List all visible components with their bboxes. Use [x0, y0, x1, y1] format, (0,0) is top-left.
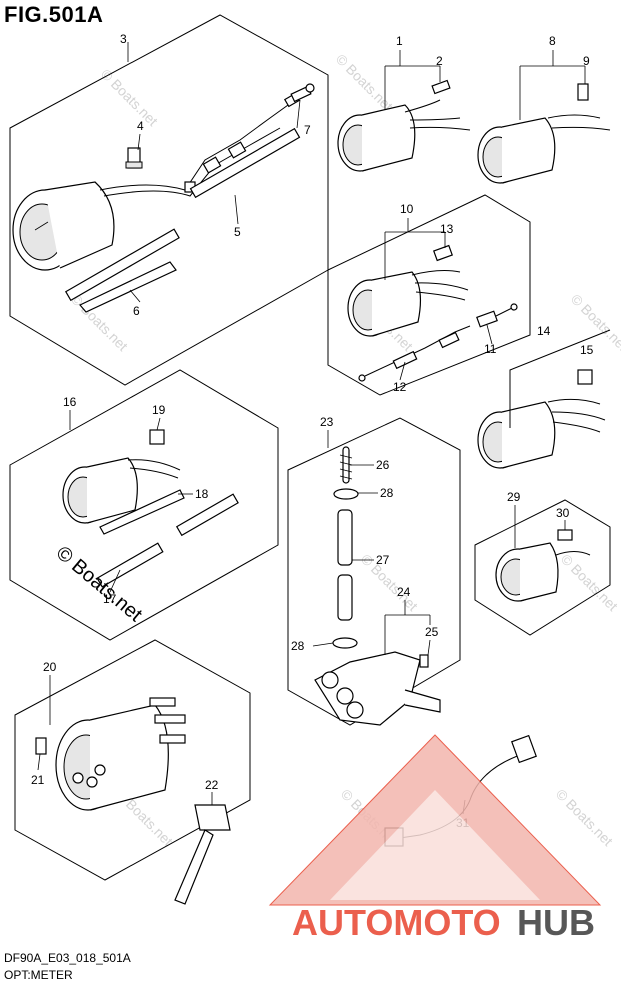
figure-title: FIG.501A [4, 2, 104, 27]
figure-code: DF90A_E03_018_501A [4, 951, 131, 965]
cable-11 [476, 303, 518, 328]
gauge-20 [55, 697, 186, 811]
switch-22 [174, 804, 231, 905]
tube-5 [189, 127, 301, 199]
automotohub-logo: AUTOMOTO HUB [268, 734, 602, 943]
lamp-15 [577, 369, 593, 385]
callout-3: 3 [120, 32, 127, 46]
callout-7: 7 [304, 123, 311, 137]
tube-17 [96, 493, 239, 588]
gauge-1 [337, 99, 471, 172]
callout-20: 20 [43, 660, 57, 674]
callout-15: 15 [580, 343, 594, 357]
callout-28-top: 28 [380, 486, 394, 500]
callout-5: 5 [234, 225, 241, 239]
lamp-9 [577, 83, 589, 101]
callout-22: 22 [205, 778, 219, 792]
cable-12 [358, 325, 471, 382]
watermark-text: © Boats.net [558, 551, 621, 614]
gauge-10 [347, 270, 469, 337]
callout-4: 4 [137, 119, 144, 133]
callout-30: 30 [556, 506, 570, 520]
callout-19: 19 [152, 403, 166, 417]
gauge-29 [495, 542, 591, 602]
callout-11: 11 [484, 342, 497, 356]
callout-18: 18 [195, 487, 209, 501]
gauge-16 [62, 457, 181, 524]
gauge-3 [12, 92, 301, 271]
callout-16: 16 [63, 395, 77, 409]
screw-25 [419, 654, 429, 668]
figure-name: OPT:METER [4, 968, 73, 982]
callout-27: 27 [376, 553, 390, 567]
panel-group-20 [14, 639, 251, 881]
gauge-14 [477, 398, 606, 469]
panel-group-29 [474, 499, 611, 636]
callouts: 3 1 2 8 9 4 7 5 6 10 13 11 12 14 15 16 1… [31, 32, 594, 830]
connector-7 [290, 83, 315, 103]
lamp-30 [557, 529, 573, 541]
callout-29: 29 [507, 490, 521, 504]
watermark-text: © Boats.net [333, 51, 396, 114]
callout-24: 24 [397, 585, 411, 599]
logo-text-dark: HUB [517, 902, 595, 943]
hose-27 [337, 509, 353, 621]
lamp-2 [431, 79, 451, 95]
clamp-28-bottom [332, 637, 358, 649]
lamp-4 [125, 147, 143, 169]
panel-group-23 [287, 417, 461, 726]
callout-21: 21 [31, 773, 45, 787]
callout-17: 17 [103, 592, 117, 606]
leader-group-14 [509, 329, 611, 428]
housing-24 [314, 651, 441, 726]
callout-26: 26 [376, 458, 390, 472]
callout-25: 25 [425, 625, 439, 639]
callout-2: 2 [436, 54, 443, 68]
callout-1: 1 [396, 34, 403, 48]
callout-13: 13 [440, 222, 454, 236]
callout-8: 8 [549, 34, 556, 48]
callout-14: 14 [537, 324, 551, 338]
lamp-19 [149, 429, 165, 445]
callout-9: 9 [583, 54, 590, 68]
lamp-21 [35, 737, 47, 755]
watermark-text: © Boats.net [568, 291, 621, 354]
leader-lines [37, 42, 586, 815]
clip-18 [99, 489, 185, 535]
gauge-8 [477, 114, 611, 184]
clamp-28-top [333, 488, 359, 500]
callout-10: 10 [400, 202, 414, 216]
tube-6 [64, 228, 180, 313]
spring-26 [339, 446, 353, 484]
callout-28-bottom: 28 [291, 639, 305, 653]
callout-23: 23 [320, 415, 334, 429]
callout-6: 6 [133, 304, 140, 318]
logo-text-red: AUTOMOTO [292, 902, 501, 943]
panel-group-10 [327, 194, 531, 396]
lamp-13 [433, 244, 453, 262]
watermark-text: © Boats.net [553, 786, 616, 849]
callout-12: 12 [393, 380, 407, 394]
panel-group-16 [9, 369, 279, 641]
